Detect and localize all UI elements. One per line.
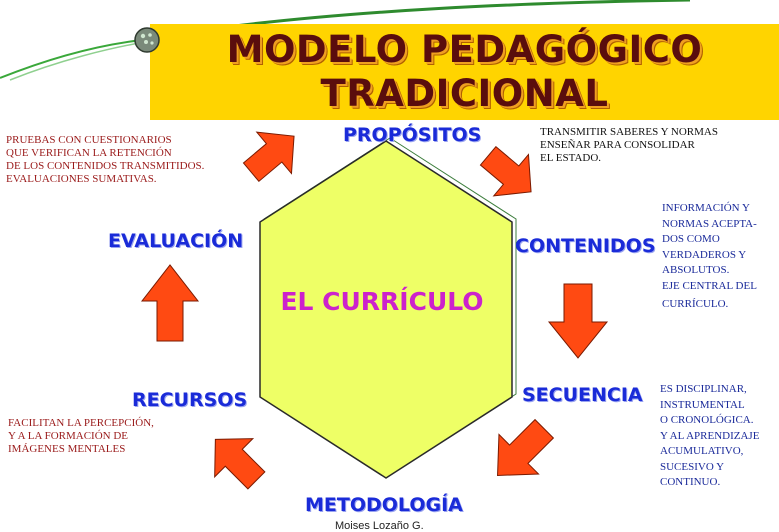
note-line: Y A LA FORMACIÓN DE — [8, 430, 128, 442]
note-line: CURRÍCULO. — [662, 298, 729, 310]
note-line: SUCESIVO Y — [660, 460, 725, 473]
note-line: EVALUACIONES SUMATIVAS. — [6, 173, 157, 185]
note-line: ENSEÑAR PARA CONSOLIDAR — [540, 139, 695, 151]
arrow-recursos-to-evaluacion — [140, 264, 200, 342]
note-secuencia: ES DISCIPLINAR, INSTRUMENTAL O CRONOLÓGI… — [660, 382, 759, 491]
note-contenidos: INFORMACIÓN Y NORMAS ACEPTA- DOS COMO VE… — [662, 201, 757, 313]
note-line: EL ESTADO. — [540, 152, 602, 164]
note-line: ES DISCIPLINAR, — [660, 383, 747, 395]
note-line: PRUEBAS CON CUESTIONARIOS — [6, 134, 172, 146]
arrow-propositos-to-contenidos — [479, 145, 532, 197]
note-line: O CRONOLÓGICA. — [660, 414, 754, 426]
note-line: IMÁGENES MENTALES — [8, 443, 126, 455]
note-line: QUE VERIFICAN LA RETENCIÓN — [6, 147, 172, 159]
page-title: MODELO PEDAGÓGICO TRADICIONAL — [150, 28, 779, 116]
note-evaluacion: PRUEBAS CON CUESTIONARIOS QUE VERIFICAN … — [6, 134, 204, 186]
arrow-evaluacion-to-propositos — [242, 131, 295, 183]
node-contenidos: CONTENIDOS — [515, 235, 656, 257]
note-line: ABSOLUTOS. — [662, 264, 730, 276]
arrow-secuencia-to-metodologia — [497, 418, 555, 476]
note-line: CONTINUO. — [660, 476, 721, 488]
curriculum-hexagon — [259, 140, 513, 479]
note-line: DE LOS CONTENIDOS TRANSMITIDOS. — [6, 160, 205, 172]
center-label: EL CURRÍCULO — [280, 287, 484, 316]
title-line-2: TRADICIONAL — [320, 72, 609, 115]
note-line: INSTRUMENTAL — [660, 398, 745, 411]
arrow-metodologia-to-recursos — [214, 438, 266, 490]
node-metodologia: METODOLOGÍA — [305, 494, 463, 516]
note-line: ACUMULATIVO, — [660, 445, 744, 457]
note-recursos: FACILITAN LA PERCEPCIÓN, Y A LA FORMACIÓ… — [8, 417, 154, 456]
note-line: NORMAS ACEPTA- — [662, 217, 757, 230]
arrow-contenidos-to-secuencia — [547, 283, 609, 359]
node-secuencia: SECUENCIA — [522, 384, 643, 406]
note-propositos: TRANSMITIR SABERES Y NORMAS ENSEÑAR PARA… — [540, 126, 718, 165]
node-evaluacion: EVALUACIÓN — [108, 230, 244, 252]
author-footer: Moises Lozaño G. — [335, 520, 424, 532]
title-line-1: MODELO PEDAGÓGICO — [226, 28, 703, 71]
node-recursos: RECURSOS — [132, 389, 248, 411]
note-line: DOS COMO — [662, 233, 720, 245]
node-propositos: PROPÓSITOS — [343, 124, 482, 146]
note-line: VERDADEROS Y — [662, 248, 747, 261]
note-line: TRANSMITIR SABERES Y NORMAS — [540, 126, 718, 138]
note-line: Y AL APRENDIZAJE — [660, 429, 760, 442]
globe-icon — [134, 27, 160, 53]
note-line: FACILITAN LA PERCEPCIÓN, — [8, 417, 154, 429]
note-line: EJE CENTRAL DEL — [662, 279, 757, 292]
note-line: INFORMACIÓN Y — [662, 202, 750, 214]
title-band — [150, 24, 779, 120]
